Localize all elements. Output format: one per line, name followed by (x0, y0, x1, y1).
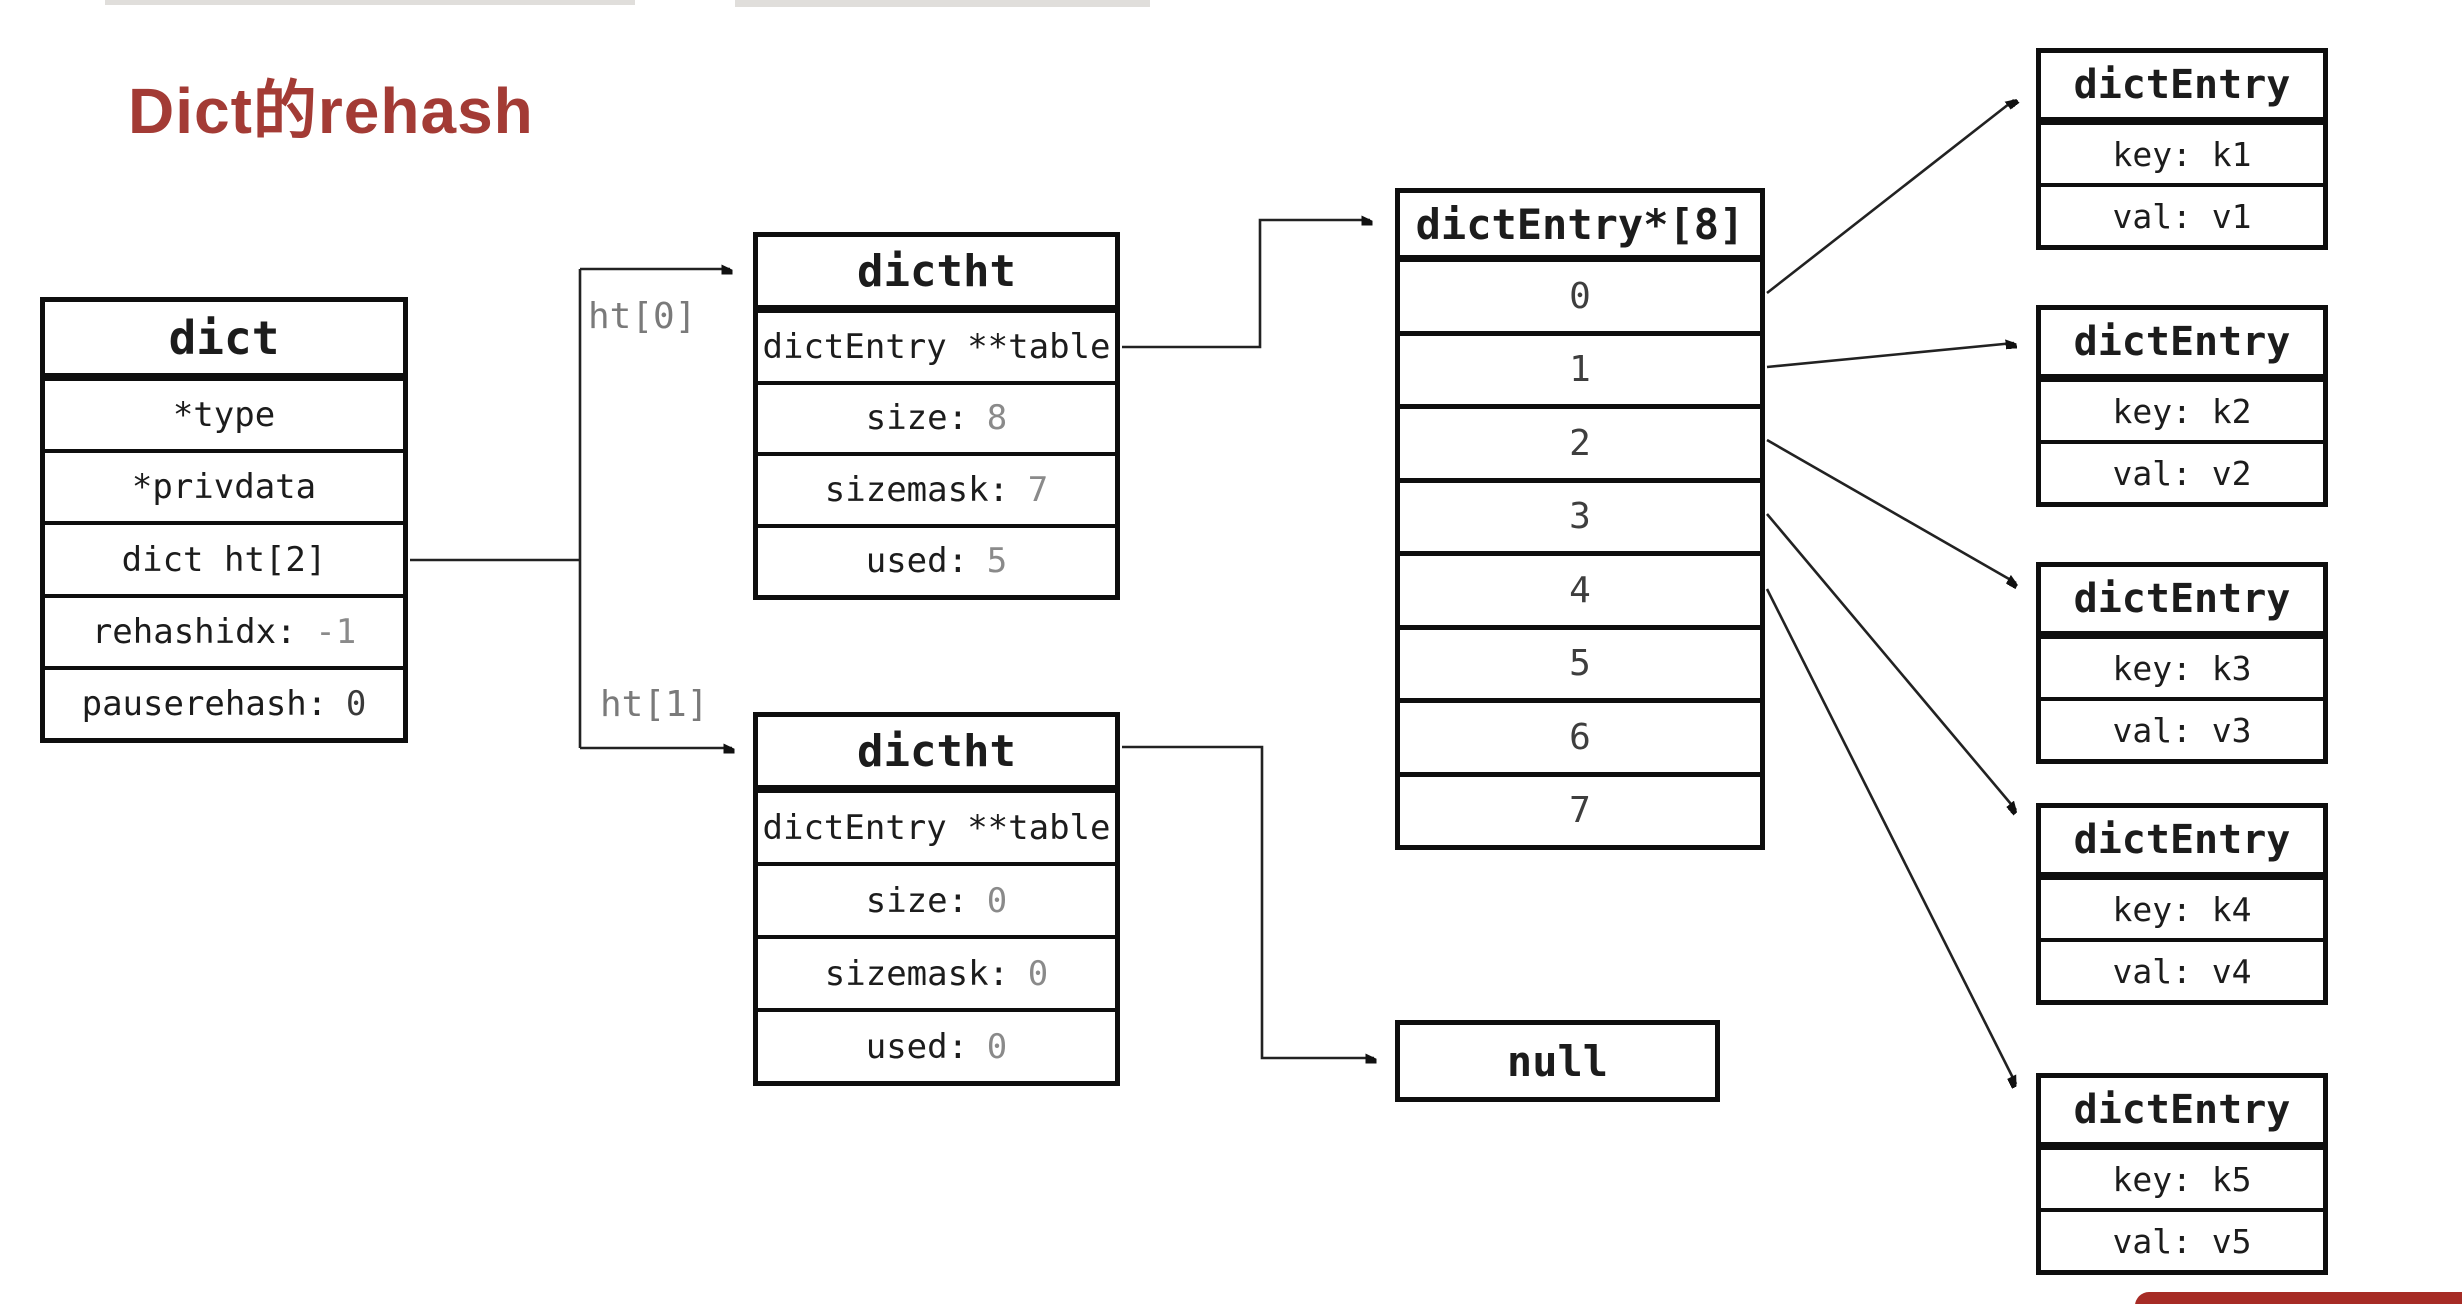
dict-entry-val: val: v2 (2041, 440, 2323, 502)
field-label: sizemask: (824, 469, 1010, 510)
arrow-table-to-bucket-array (1122, 220, 1370, 349)
dict-row-privdata: *privdata (45, 449, 403, 521)
field-label: used: (865, 541, 969, 582)
dictht-top-row-table: dictEntry **table (758, 305, 1115, 381)
dict-entry-key: key: k1 (2041, 117, 2323, 183)
field-label: rehashidx: (91, 611, 297, 652)
arrow-dictht-bottom-to-null (1122, 745, 1374, 1058)
bottom-right-accent-bar (2135, 1292, 2462, 1304)
bucket-slot-3: 3 (1400, 477, 1760, 552)
field-value: 0 (986, 1026, 1008, 1067)
dict-entry-header: dictEntry (2073, 1087, 2291, 1133)
dictht-bottom-box: dictht dictEntry **table size: 0 sizemas… (753, 712, 1120, 1086)
dict-entry-val: val: v4 (2041, 938, 2323, 1000)
dict-entry-key: key: k5 (2041, 1142, 2323, 1208)
field-label: dict ht[2] (121, 539, 327, 580)
dict-entry-header: dictEntry (2073, 576, 2291, 622)
dictht-top-box: dictht dictEntry **table size: 8 sizemas… (753, 232, 1120, 600)
dict-entry-box-k4: dictEntry key: k4 val: v4 (2036, 803, 2328, 1005)
dictht-top-row-size: size: 8 (758, 380, 1115, 453)
connector-dict-to-trunk (410, 269, 582, 748)
field-label: *type (172, 395, 276, 436)
field-value: -1 (315, 611, 357, 652)
field-label: size: (865, 880, 969, 921)
dict-entry-header: dictEntry (2073, 817, 2291, 863)
null-label: null (1506, 1036, 1609, 1086)
dict-entry-header: dictEntry (2073, 319, 2291, 365)
dict-entry-box-k5: dictEntry key: k5 val: v5 (2036, 1073, 2328, 1275)
dict-entry-val: val: v5 (2041, 1208, 2323, 1270)
dict-row-type: *type (45, 373, 403, 449)
dict-row-rehashidx: rehashidx: -1 (45, 593, 403, 666)
field-label: dictEntry **table (762, 326, 1111, 367)
bucket-slot-4: 4 (1400, 551, 1760, 625)
arrow-slot0-to-entry-k1 (1766, 100, 2014, 295)
dict-entry-key: key: k3 (2041, 631, 2323, 697)
field-label: size: (865, 398, 969, 439)
dictht-top-row-sizemask: sizemask: 7 (758, 452, 1115, 524)
bucket-slot-0: 0 (1400, 255, 1760, 331)
dict-row-ht2: dict ht[2] (45, 521, 403, 593)
field-value: 0 (345, 683, 367, 724)
field-label: sizemask: (824, 953, 1010, 994)
bucket-slot-6: 6 (1400, 698, 1760, 772)
bucket-slot-2: 2 (1400, 404, 1760, 478)
field-value: 7 (1027, 469, 1049, 510)
dictht-bottom-row-sizemask: sizemask: 0 (758, 935, 1115, 1008)
dictht-bottom-row-size: size: 0 (758, 862, 1115, 935)
ht0-pointer-label: ht[0] (588, 296, 697, 337)
dictht-bottom-header: dictht (857, 725, 1016, 777)
bucket-array-box: dictEntry*[8] 0 1 2 3 4 5 6 7 (1395, 188, 1765, 850)
dictht-top-header: dictht (857, 245, 1016, 297)
dict-entry-key: key: k4 (2041, 872, 2323, 938)
arrow-slot4-to-entry-k5 (1765, 588, 2018, 1084)
dict-entry-header: dictEntry (2073, 62, 2291, 108)
field-label: dictEntry **table (762, 807, 1111, 848)
dict-entry-val: val: v1 (2041, 183, 2323, 245)
dict-box-header: dict (168, 310, 280, 365)
null-box: null (1395, 1020, 1720, 1102)
bucket-slot-1: 1 (1400, 330, 1760, 405)
field-value: 0 (986, 880, 1008, 921)
top-edge-artifact (105, 0, 635, 5)
bucket-array-header: dictEntry*[8] (1415, 199, 1745, 249)
field-value: 5 (986, 541, 1008, 582)
field-label: pauserehash: (81, 683, 328, 724)
field-value: 0 (1027, 953, 1049, 994)
dict-entry-box-k1: dictEntry key: k1 val: v1 (2036, 48, 2328, 250)
dict-entry-val: val: v3 (2041, 697, 2323, 759)
arrow-slot1-to-entry-k2 (1766, 343, 2014, 369)
dict-entry-box-k2: dictEntry key: k2 val: v2 (2036, 305, 2328, 507)
arrow-slot2-to-entry-k3 (1766, 438, 2016, 583)
dict-row-pauserehash: pauserehash: 0 (45, 665, 403, 738)
page-title: Dict的rehash (128, 75, 534, 147)
dict-entry-key: key: k2 (2041, 374, 2323, 440)
bucket-slot-7: 7 (1400, 771, 1760, 846)
dict-entry-box-k3: dictEntry key: k3 val: v3 (2036, 562, 2328, 764)
dict-struct-box: dict *type *privdata dict ht[2] rehashid… (40, 297, 408, 743)
field-label: *privdata (131, 467, 317, 508)
field-label: used: (865, 1026, 969, 1067)
dictht-top-row-used: used: 5 (758, 523, 1115, 596)
dictht-bottom-row-used: used: 0 (758, 1008, 1115, 1081)
dictht-bottom-row-table: dictEntry **table (758, 785, 1115, 862)
arrow-slot3-to-entry-k4 (1766, 513, 2016, 810)
top-edge-artifact (735, 0, 1150, 7)
bucket-slot-5: 5 (1400, 624, 1760, 699)
ht1-pointer-label: ht[1] (600, 684, 709, 725)
field-value: 8 (986, 398, 1008, 439)
